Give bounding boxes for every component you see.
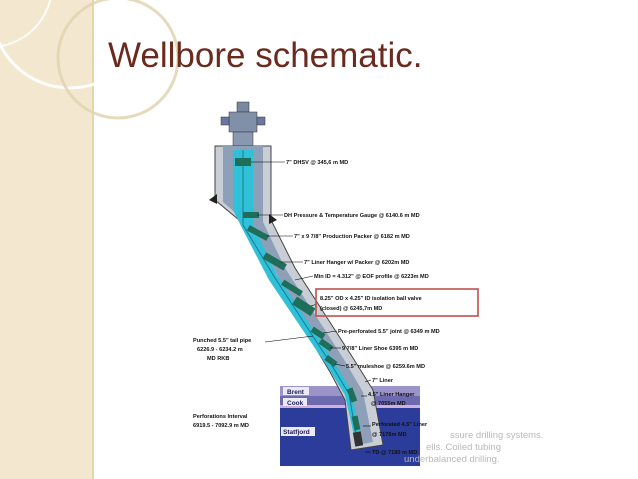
formation-label-statfjord: Statfjord (283, 429, 310, 436)
dhsv-block (235, 158, 251, 166)
perforated-liner-block (351, 415, 361, 431)
formation-label-box-statfjord (281, 427, 315, 436)
production-tubing (233, 150, 361, 440)
callout-ball-valve-line2: (closed) @ 6245,7m MD (320, 306, 382, 312)
background-text-line-3: underbalanced drilling. (404, 454, 500, 465)
callout-perforated-line2: @ 7176m MD (372, 432, 407, 438)
callout-ball-valve-line1: 8.25" OD x 4.25" ID isolation ball valve (320, 296, 422, 302)
formation-label-box-brent (283, 387, 309, 395)
formation-label-cook: Cook (287, 400, 304, 407)
callout-tail-pipe-line3: MD RKB (207, 356, 229, 362)
liner-hanger-block (262, 252, 287, 271)
packer-block (246, 225, 270, 241)
formation-label-box-cook (283, 398, 307, 406)
ball-valve-block (292, 296, 316, 317)
wellhead-wing-left (220, 116, 230, 126)
wellhead-lower (232, 131, 254, 147)
wellhead-body (228, 111, 258, 133)
wellbore-schematic: Brent Cook Statfjord (193, 101, 479, 466)
callout-tail-pipe-line2: 6226.9 - 6234.2 m (197, 347, 243, 353)
decorative-circles (0, 0, 180, 120)
formation-label-brent: Brent (287, 389, 305, 396)
pre-perforated-joint (310, 326, 326, 340)
callout-perforated-line1: Perforated 4.5" Liner (372, 422, 428, 428)
background-text-line-2: ells. Coiled tubing (426, 442, 501, 453)
callout-dhsv: 7" DHSV @ 345,6 m MD (286, 160, 348, 166)
liner-shoe-block (318, 338, 334, 352)
background-text-line-1: ssure drilling systems. (450, 430, 544, 441)
callout-7-liner: 7" Liner (372, 378, 394, 384)
casing-shoe-right (269, 214, 277, 224)
callout-tail-pipe-line1: Punched 5.5" tail pipe (193, 338, 251, 344)
wellhead-cap (236, 101, 250, 113)
callout-packer: 7" x 9 7/8" Production Packer @ 6182 m M… (294, 234, 410, 240)
background-body-text: ssure drilling systems. ells. Coiled tub… (398, 430, 598, 466)
callout-pre-perforated: Pre-perforated 5.5" joint @ 6349 m MD (338, 329, 440, 335)
muleshoe-block (324, 355, 338, 367)
leader-lines (251, 161, 372, 453)
callout-muleshoe: 5.5" muleshoe @ 6259.6m MD (346, 364, 425, 370)
callout-min-id: Min ID = 4.312" @ EOF profile @ 6223m MD (314, 274, 429, 280)
wellhead-wing-right (256, 116, 266, 126)
callout-gauge: DH Pressure & Temperature Gauge @ 6140.6… (284, 213, 420, 219)
hanger-45-block (346, 387, 358, 403)
callout-liner-shoe: 9 7/8" Liner Shoe 6395 m MD (342, 346, 418, 352)
casing-shoe-left (209, 194, 217, 204)
ball-valve-highlight-box (315, 288, 479, 317)
callout-perf-interval-line2: 6919.5 - 7092.9 m MD (193, 423, 249, 429)
callout-hanger-45-line2: @ 7055m MD (371, 401, 406, 407)
callout-hanger-45-line1: 4.5" Liner Hanger (368, 392, 415, 398)
decorative-side-band (0, 0, 92, 479)
callout-perf-interval-line1: Perforations Interval (193, 414, 248, 420)
td-block (352, 431, 364, 447)
eof-profile-block (281, 279, 303, 297)
callout-td: TD @ 7180 m MD (372, 450, 417, 456)
slide-title: Wellbore schematic. (108, 36, 423, 75)
gauge-block (243, 212, 259, 218)
side-band-edge (92, 0, 94, 479)
callout-liner-hanger: 7" Liner Hanger w/ Packer @ 6202m MD (304, 260, 409, 266)
